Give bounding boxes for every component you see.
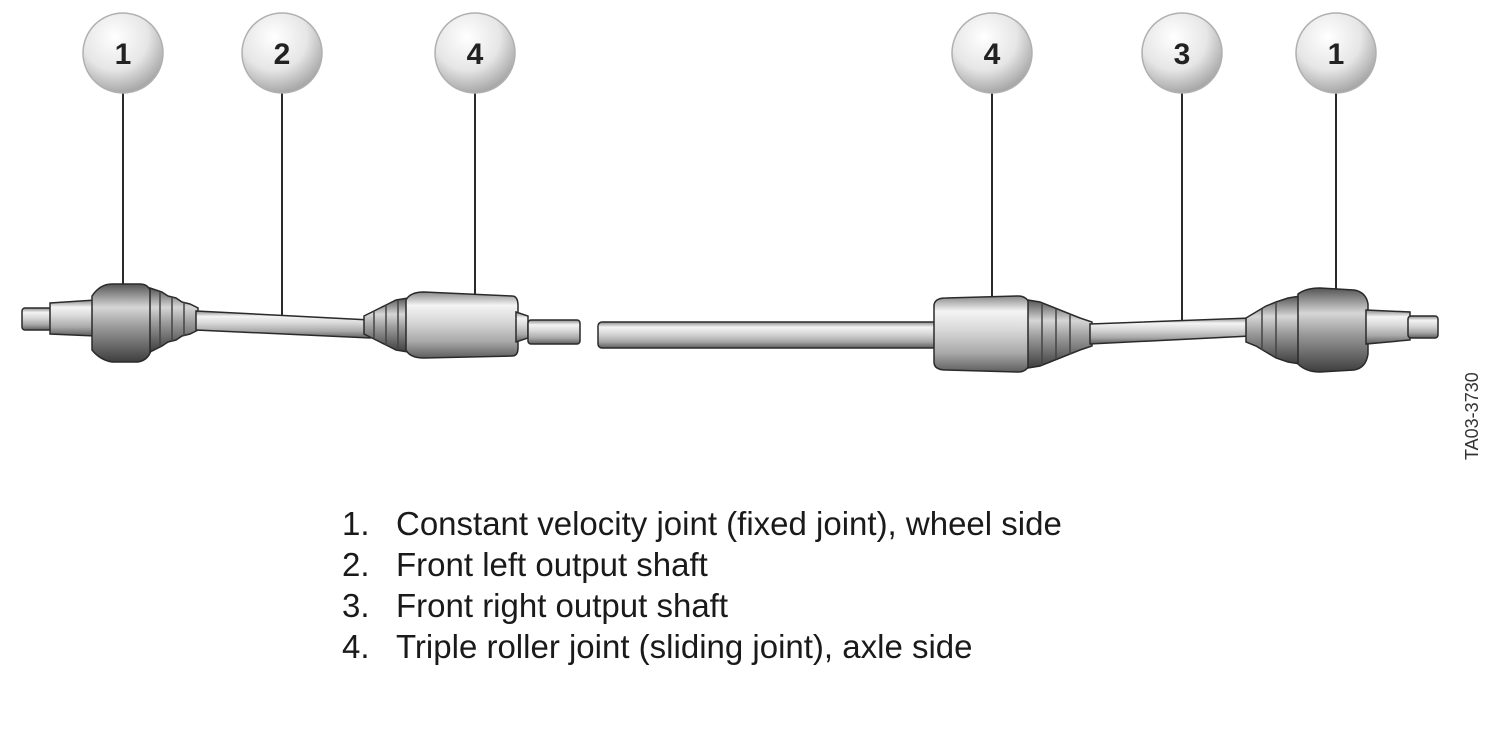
legend-number: 4. <box>342 628 370 665</box>
callout-bubble-4-left: 4 <box>434 12 516 94</box>
callout-number: 3 <box>1174 38 1191 71</box>
legend-text: Constant velocity joint (fixed joint), w… <box>396 505 1062 542</box>
legend-item: 3. Front right output shaft <box>342 585 1062 626</box>
callout-bubble-3: 3 <box>1141 12 1223 94</box>
right-triple-roller-joint-axle-side <box>933 295 1093 373</box>
callout-bubble-2: 2 <box>241 12 323 94</box>
legend-item: 1. Constant velocity joint (fixed joint)… <box>342 503 1062 544</box>
legend: 1. Constant velocity joint (fixed joint)… <box>342 503 1062 667</box>
legend-text: Front left output shaft <box>396 546 708 583</box>
callout-bubble-4-right: 4 <box>951 12 1033 94</box>
legend-text: Triple roller joint (sliding joint), axl… <box>396 628 973 665</box>
front-left-output-shaft-assembly <box>21 283 581 363</box>
legend-text: Front right output shaft <box>396 587 729 624</box>
front-right-output-shaft-assembly <box>597 287 1439 373</box>
right-bar-shaft <box>1089 317 1251 345</box>
legend-number: 1. <box>342 505 370 542</box>
callout-number: 2 <box>274 38 291 71</box>
callout-bubble-1-right: 1 <box>1295 12 1377 94</box>
callout-number: 1 <box>115 38 132 71</box>
callout-number: 4 <box>467 38 484 71</box>
leader-lines <box>122 92 1337 328</box>
callout-bubble-1-left: 1 <box>82 12 164 94</box>
callout-number: 4 <box>984 38 1001 71</box>
left-bar-shaft <box>195 310 371 339</box>
legend-number: 3. <box>342 587 370 624</box>
left-cv-joint-wheel-side <box>91 283 199 363</box>
right-wheel-flange <box>1365 309 1411 345</box>
legend-item: 2. Front left output shaft <box>342 544 1062 585</box>
legend-item: 4. Triple roller joint (sliding joint), … <box>342 626 1062 667</box>
left-axle-stub <box>515 310 529 344</box>
left-triple-roller-joint-axle-side <box>363 291 519 359</box>
left-wheel-stub <box>21 307 53 331</box>
legend-number: 2. <box>342 546 370 583</box>
right-cv-joint-wheel-side <box>1245 287 1369 373</box>
figure-code: TA03-3730 <box>1462 372 1482 460</box>
left-axle-spigot <box>527 319 581 345</box>
right-wheel-stub <box>1407 315 1439 339</box>
left-wheel-flange <box>49 299 96 337</box>
right-intermediate-shaft <box>597 321 939 349</box>
callout-number: 1 <box>1328 38 1345 71</box>
